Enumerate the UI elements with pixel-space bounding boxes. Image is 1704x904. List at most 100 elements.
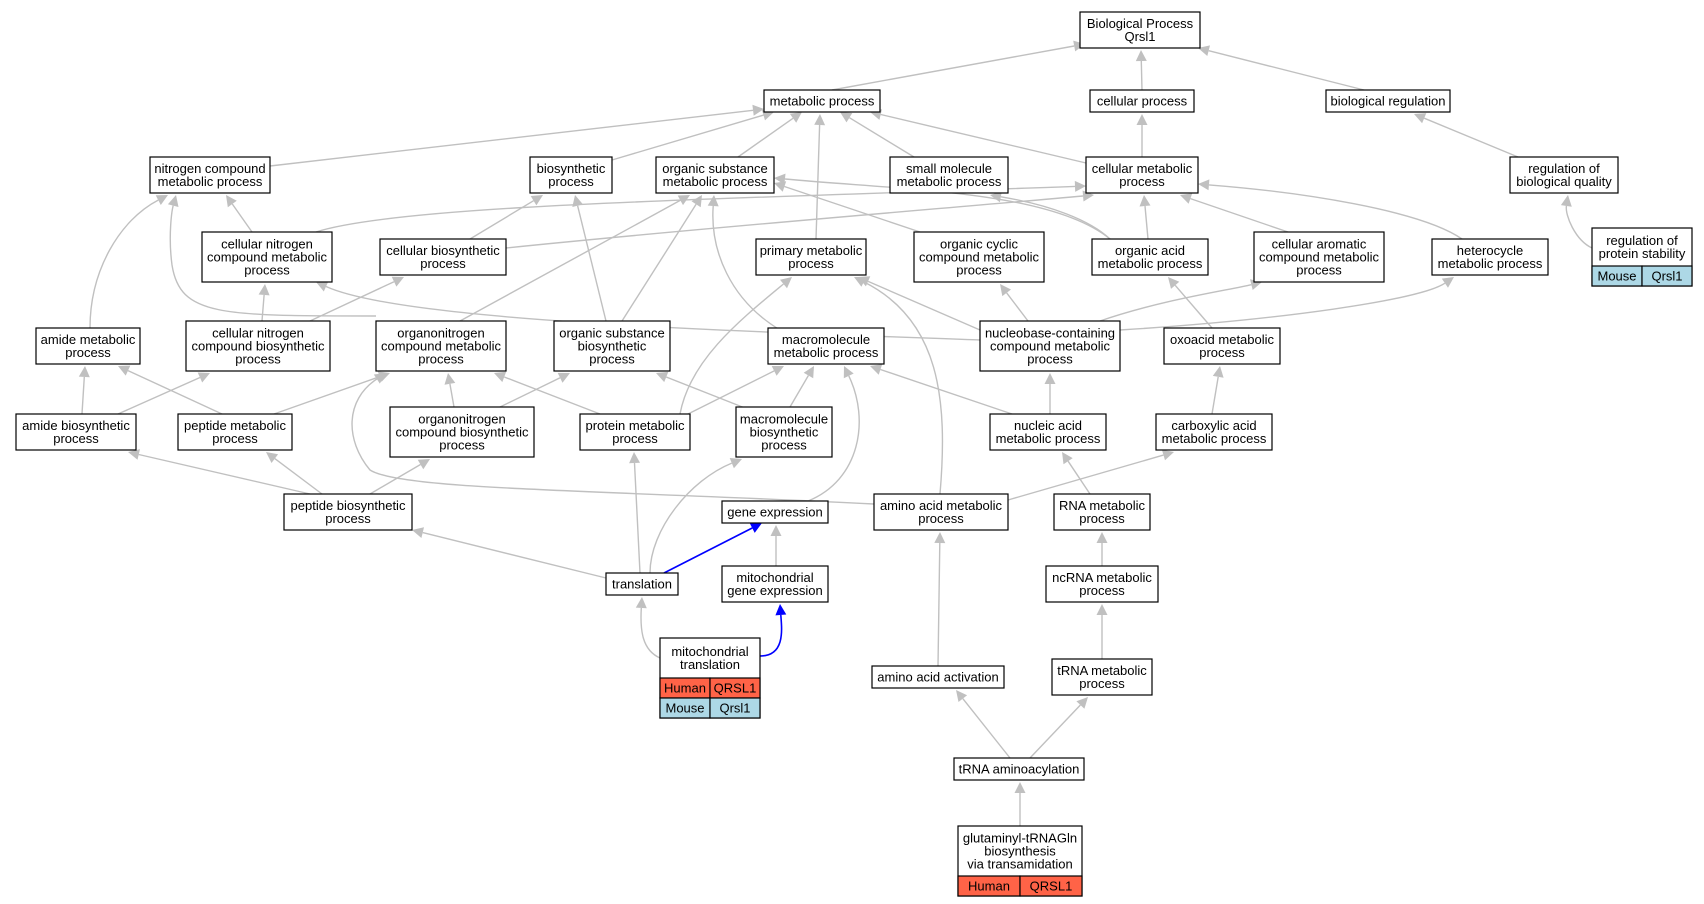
arrowhead-icon xyxy=(770,525,782,536)
edge-organic_acid_metabolic_process-to-cellular_metabolic_process xyxy=(1139,195,1151,240)
arrowhead-icon xyxy=(557,372,570,383)
node-box xyxy=(767,327,885,365)
edge-line xyxy=(679,283,784,415)
node-label-line: metabolic process xyxy=(770,94,875,109)
node-label-line: compound metabolic xyxy=(381,339,501,354)
node-label-line: metabolic process xyxy=(774,345,879,360)
node-label-line: cellular metabolic xyxy=(1092,161,1193,176)
go-node-biological-regulation[interactable]: biological regulation xyxy=(1325,89,1451,113)
node-label-line: metabolic process xyxy=(897,174,1002,189)
arrowhead-icon xyxy=(656,371,669,383)
node-label-line: protein stability xyxy=(1599,246,1686,261)
edge-line xyxy=(962,698,1011,759)
edge-line xyxy=(81,376,85,415)
node-box xyxy=(735,406,833,458)
node-label-line: cellular nitrogen xyxy=(221,237,313,252)
edge-line xyxy=(1029,704,1081,759)
edge-line xyxy=(849,117,915,158)
go-node-trna-aminoacylation[interactable]: tRNA aminoacylation xyxy=(953,757,1085,781)
go-node-cellular-process[interactable]: cellular process xyxy=(1089,89,1195,113)
edge-line xyxy=(261,294,265,322)
go-node-amino-acid-activation[interactable]: amino acid activation xyxy=(871,665,1005,689)
edge-nucleobase_containing_compound_metabolic_process-to-primary_metabolic_process xyxy=(858,276,981,331)
go-node-gene-expression[interactable]: gene expression xyxy=(721,500,829,524)
edge-nucleobase_containing_compound_metabolic_process-to-organic_cyclic_compound_metabolic_process xyxy=(1000,284,1029,322)
edge-line xyxy=(449,383,455,408)
edge-line xyxy=(89,199,159,329)
edge-regulation_of_biological_quality-to-biological_regulation xyxy=(1414,113,1519,158)
edge-gene_expression-to-macromolecule_metabolic_process xyxy=(807,366,860,502)
edge-line xyxy=(459,199,681,322)
edge-amino_acid_metabolic_process-to-primary_metabolic_process xyxy=(854,277,944,495)
node-label-line: metabolic process xyxy=(1098,256,1203,271)
node-label-line: oxoacid metabolic xyxy=(1170,332,1275,347)
node-label-line: Qrsl1 xyxy=(1124,29,1155,44)
arrowhead-icon xyxy=(444,373,456,385)
node-box xyxy=(871,665,1005,689)
go-node-metabolic-process[interactable]: metabolic process xyxy=(763,89,881,113)
edge-organic_acid_metabolic_process-to-organic_substance_metabolic_process xyxy=(774,173,1111,240)
node-label-line: biosynthetic xyxy=(537,161,606,176)
edge-line xyxy=(504,376,601,415)
edge-line xyxy=(469,200,534,240)
species-label: Human xyxy=(664,681,706,696)
node-box xyxy=(177,413,293,451)
arrowhead-icon xyxy=(752,104,764,116)
node-label-line: process xyxy=(244,263,290,278)
node-box xyxy=(755,238,867,276)
go-node-translation[interactable]: translation xyxy=(605,572,679,596)
node-box xyxy=(763,89,881,113)
arrowhead-icon xyxy=(934,532,946,544)
edge-mitochondrial_translation-to-translation xyxy=(635,597,661,659)
arrowhead-icon xyxy=(1198,45,1210,56)
node-box xyxy=(721,500,829,524)
node-label-line: compound metabolic xyxy=(919,250,1039,265)
node-label-line: process xyxy=(918,511,964,526)
edge-peptide_metabolic_process-to-amide_metabolic_process xyxy=(118,365,223,415)
edge-cellular_nitrogen_compound_biosynthetic_process-to-cellular_nitrogen_compound_metabolic_process xyxy=(258,284,270,322)
node-label-line: regulation of xyxy=(1606,233,1678,248)
node-label-line: cellular biosynthetic xyxy=(386,243,500,258)
node-label-line: compound biosynthetic xyxy=(396,425,529,440)
edge-line xyxy=(138,453,311,495)
edge-line xyxy=(759,614,783,657)
node-label-line: process xyxy=(761,438,807,453)
